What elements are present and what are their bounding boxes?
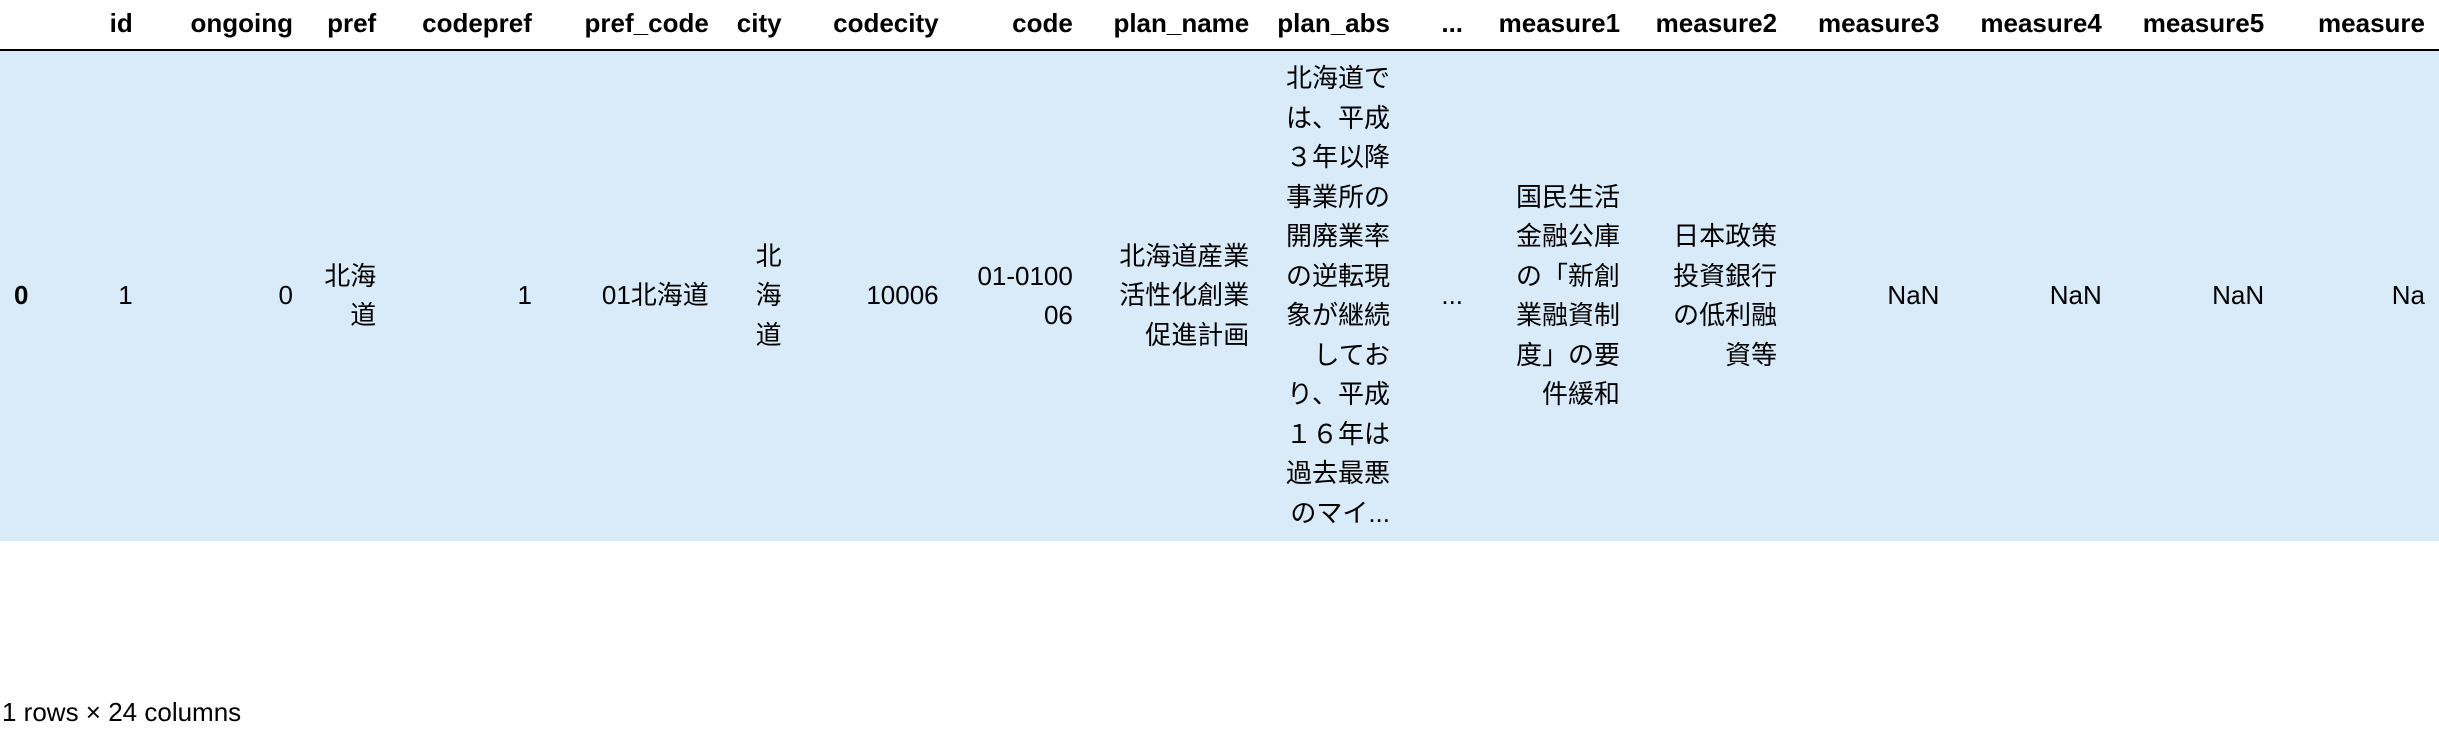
cell-measure2: 日本政策投資銀行の低利融資等 [1673,221,1778,370]
cell-pref-code: 01北海道 [601,280,709,311]
cell-code: 01-010006 [977,260,1073,331]
column-header-index [0,0,67,51]
column-header-codepref: codepref [390,0,546,51]
column-header-code: code [952,0,1087,51]
cell-truncation-ellipsis: ... [1441,280,1464,311]
column-header-truncation-ellipsis: ... [1403,0,1478,51]
cell-measure6-clipped: Na [2391,280,2425,311]
column-header-plan-name: plan_name [1086,0,1264,51]
column-header-id: id [66,0,147,51]
cell-codecity: 10006 [866,280,939,311]
dataframe-container: id ongoing pref codepref pref_code city … [0,0,2439,542]
column-header-measure3: measure3 [1791,0,1954,51]
cell-pref: 北海道 [324,260,377,331]
column-header-measure2: measure2 [1634,0,1792,51]
column-header-city: city [722,0,796,51]
cell-measure4: NaN [2049,280,2102,311]
column-header-measure1: measure1 [1477,0,1635,51]
dataframe-shape-note: 1 rows × 24 columns [2,697,242,727]
column-header-codecity: codecity [795,0,953,51]
column-header-ongoing: ongoing [146,0,307,51]
table-header: id ongoing pref codepref pref_code city … [0,0,2439,51]
cell-measure5: NaN [2212,280,2265,311]
table-body: 0 1 0 北海道 1 01北海道 北海道 10006 01-010006 北海… [0,50,2439,542]
column-header-measure6-clipped: measure [2278,0,2439,51]
column-header-measure5: measure5 [2115,0,2279,51]
row-index-label: 0 [14,280,29,311]
cell-measure3: NaN [1887,280,1940,311]
cell-ongoing: 0 [278,280,293,311]
column-header-pref: pref [306,0,391,51]
cell-plan-name: 北海道産業活性化創業促進計画 [1119,240,1250,350]
cell-plan-abs: 北海道では、平成３年以降事業所の開廃業率の逆転現象が継続しており、平成１６年は過… [1285,63,1390,528]
column-header-measure4: measure4 [1953,0,2116,51]
dataframe-table: id ongoing pref codepref pref_code city … [0,0,2439,542]
table-row: 0 1 0 北海道 1 01北海道 北海道 10006 01-010006 北海… [0,50,2439,542]
cell-id: 1 [118,280,133,311]
cell-city: 北海道 [755,240,782,350]
column-header-plan-abs: plan_abs [1263,0,1404,51]
column-header-pref-code: pref_code [545,0,723,51]
cell-measure1: 国民生活金融公庫の「新創業融資制度」の要件緩和 [1516,181,1621,410]
header-row: id ongoing pref codepref pref_code city … [0,0,2439,51]
cell-codepref: 1 [517,280,532,311]
